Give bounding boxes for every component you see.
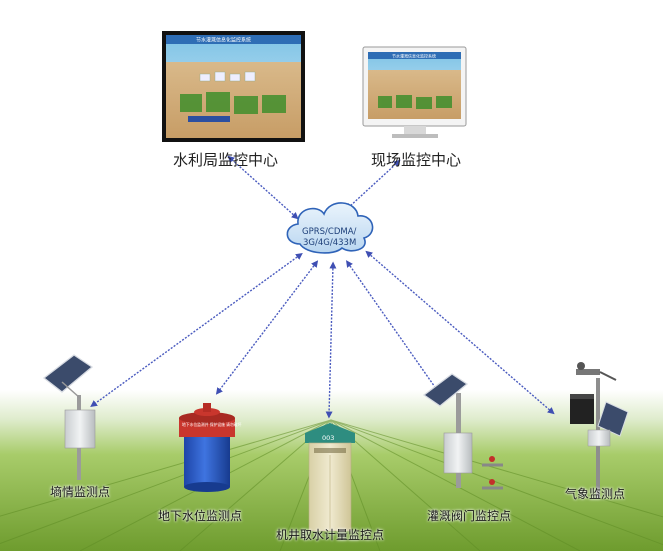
- network-line-1: GPRS/CDMA/: [302, 227, 357, 237]
- valve-station: [422, 373, 503, 490]
- cabinet-number: 003: [322, 434, 334, 442]
- field-monitor: [362, 46, 467, 138]
- weather-station: [570, 362, 629, 498]
- bureau-screen-fields: [180, 92, 286, 114]
- soil-moisture-station: [42, 354, 96, 480]
- soil-moisture-label: 墒情监测点: [50, 485, 111, 499]
- network-cloud: [286, 202, 374, 254]
- groundwater-label: 地下水位监测点: [158, 509, 243, 523]
- weather-label: 气象监测点: [565, 487, 626, 501]
- link-bureau: [227, 155, 299, 220]
- network-line-2: 3G/4G/433M: [303, 238, 356, 248]
- communication-links: [90, 155, 555, 419]
- irrigation-valve-label: 灌溉阀门监控点: [427, 509, 512, 523]
- well-metering-label: 机井取水计量监控点: [276, 528, 385, 542]
- groundwater-tank: [179, 403, 235, 492]
- well-cabinet: [305, 423, 355, 532]
- link-field-center: [345, 159, 401, 211]
- valve-pipes: [482, 463, 503, 490]
- field-screen-title: 节水灌溉信息化监控系统: [392, 53, 436, 59]
- tank-sign: 地下水位监测井 保护设施 请勿破坏: [182, 422, 242, 427]
- bureau-screen-title: 节水灌溉信息化监控系统: [196, 37, 251, 44]
- link-groundwater: [215, 260, 319, 395]
- field-center-label: 现场监控中心: [371, 151, 462, 169]
- bureau-center-label: 水利局监控中心: [173, 151, 279, 169]
- link-well: [325, 261, 337, 419]
- bureau-monitor: [162, 31, 305, 142]
- crop-rows: [0, 419, 663, 551]
